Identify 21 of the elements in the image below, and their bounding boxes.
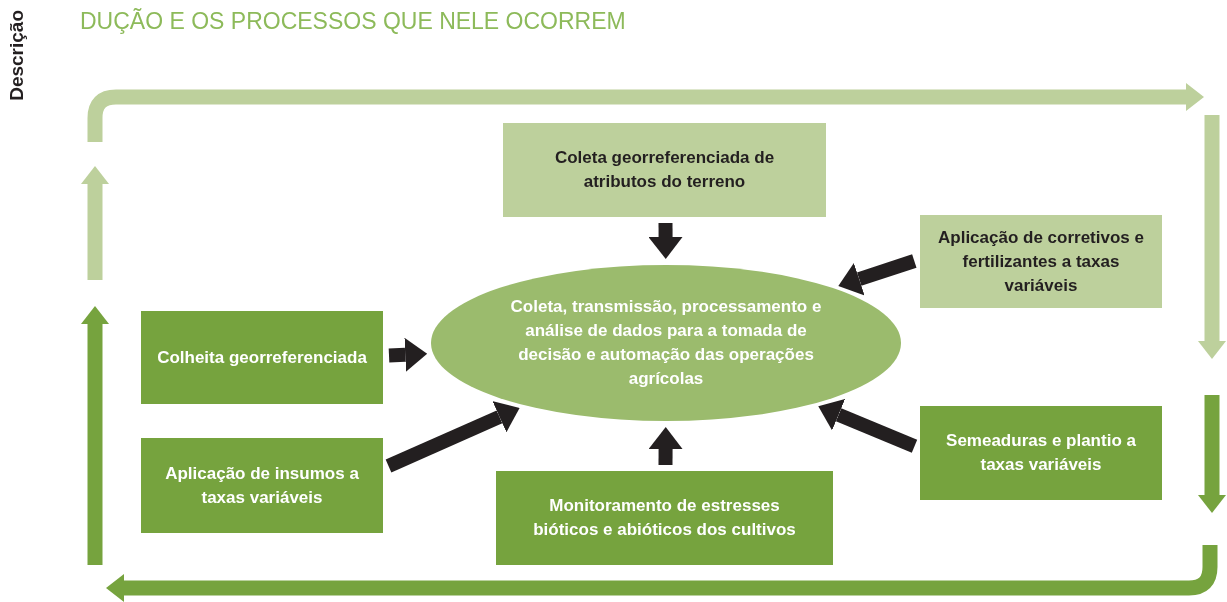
- side-label: Descrição: [6, 10, 28, 101]
- arrow: [385, 401, 520, 473]
- node-label: Aplicação de insumos a taxas variáveis: [164, 462, 360, 509]
- arrow: [388, 337, 428, 372]
- node-label: Coleta, transmissão, processamento e análise de dados para a tomada de decisão e automação das operações agrícolas: [509, 296, 823, 390]
- process-box: [496, 471, 833, 565]
- arrow: [838, 254, 917, 296]
- title: DUÇÃO E OS PROCESSOS QUE NELE OCORREM: [80, 8, 626, 35]
- node-label: Aplicação de corretivos e fertilizantes a taxas variáveis: [937, 226, 1145, 297]
- node-label: Semeaduras e plantio a taxas variáveis: [945, 430, 1137, 476]
- node-label: Colheita georreferenciada: [157, 346, 367, 369]
- node-label: Monitoramento de estresses bióticos e abióticos dos cultivos: [532, 495, 797, 541]
- process-box: [141, 311, 383, 404]
- node-label: Coleta georreferenciada de atributos do terreno: [553, 147, 776, 193]
- arrow: [818, 399, 918, 453]
- process-box: [920, 406, 1162, 500]
- process-box: [141, 438, 383, 533]
- arrow: [648, 222, 683, 259]
- process-box: [920, 215, 1162, 308]
- arrow: [648, 427, 683, 466]
- process-box: [503, 123, 826, 217]
